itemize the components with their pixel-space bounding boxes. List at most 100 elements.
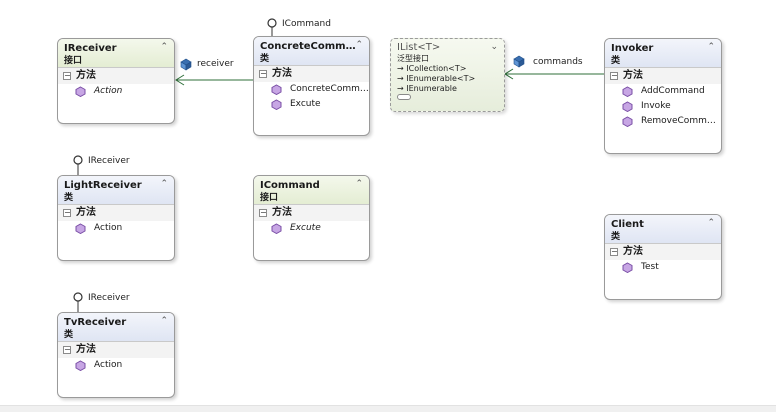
collapse-chevron-icon[interactable]: ⌃ [707,42,715,52]
collapse-chevron-icon[interactable]: ⌃ [355,40,363,50]
collapse-chevron-icon[interactable]: ⌃ [160,179,168,189]
shape-name: Invoker [611,43,654,54]
method-icon [271,99,282,110]
shape-header: ICommand 接口 ⌃ [254,176,369,204]
shape-header: LightReceiver 类 ⌃ [58,176,174,204]
lollipop-label-tv-ireceiver: IReceiver [88,293,130,303]
inherited-interface: → ICollection<T> [397,64,467,73]
lollipop-circle-icommand [267,18,277,28]
collapse-chevron-icon[interactable]: ⌃ [160,316,168,326]
shape-name: ConcreteComm… [260,41,356,52]
method-icon [271,223,282,234]
shape-header: TvReceiver 类 ⌃ [58,313,174,341]
section-methods[interactable]: − 方法 [58,67,174,84]
inherited-interface: → IEnumerable<T> [397,74,476,83]
shape-concrete-command[interactable]: ConcreteComm… 类 ⌃ − 方法 ConcreteComm… Exc… [253,36,370,136]
association-arrowhead-commands [504,68,514,80]
shape-name: Client [611,219,644,230]
member-item[interactable]: Excute [254,97,369,112]
shape-name: IReceiver [64,43,117,54]
member-item[interactable]: Test [605,260,721,275]
member-label: Excute [290,99,321,109]
method-icon [271,84,282,95]
collapse-section-icon[interactable]: − [610,71,618,80]
shape-header: ConcreteComm… 类 ⌃ [254,37,369,65]
member-label: ConcreteComm… [290,84,369,94]
lollipop-label-icommand: ICommand [282,19,331,29]
shape-header: Invoker 类 ⌃ [605,39,721,67]
shape-kind: 类 [64,193,74,203]
association-arrowhead-receiver [175,74,185,86]
shape-light-receiver[interactable]: LightReceiver 类 ⌃ − 方法 Action [57,175,175,261]
inherited-interface: → IEnumerable [397,84,457,93]
collapse-chevron-icon[interactable]: ⌃ [355,179,363,189]
member-item[interactable]: Action [58,84,174,99]
shape-kind: 类 [611,56,621,66]
member-label: RemoveComm… [641,116,716,126]
expand-chevron-icon[interactable]: ⌄ [490,42,498,52]
section-label: 方法 [272,207,292,218]
more-items-icon[interactable] [397,94,411,100]
member-item[interactable]: ConcreteComm… [254,82,369,97]
member-label: Excute [290,223,321,233]
collapse-section-icon[interactable]: − [63,345,71,354]
association-label-receiver: receiver [197,59,234,69]
section-methods[interactable]: − 方法 [254,204,369,221]
section-label: 方法 [76,70,96,81]
collapse-section-icon[interactable]: − [259,208,267,217]
section-label: 方法 [623,70,643,81]
shape-kind: 接口 [260,193,279,203]
shape-kind: 类 [611,232,621,242]
member-item[interactable]: Excute [254,221,369,236]
shape-tv-receiver[interactable]: TvReceiver 类 ⌃ − 方法 Action [57,312,175,398]
section-methods[interactable]: − 方法 [58,341,174,358]
section-label: 方法 [76,344,96,355]
section-label: 方法 [76,207,96,218]
shape-header: IReceiver 接口 ⌃ [58,39,174,67]
shape-kind: 泛型接口 [397,54,429,63]
collapse-chevron-icon[interactable]: ⌃ [707,218,715,228]
shape-name: TvReceiver [64,317,127,328]
shape-name: LightReceiver [64,180,142,191]
shape-ilist[interactable]: IList<T> ⌄ 泛型接口 → ICollection<T> → IEnum… [390,38,505,112]
member-label: Action [94,223,123,233]
collapse-chevron-icon[interactable]: ⌃ [160,42,168,52]
shape-client[interactable]: Client 类 ⌃ − 方法 Test [604,214,722,300]
lollipop-circle-tv-ireceiver [73,292,83,302]
member-label: Test [641,262,659,272]
section-methods[interactable]: − 方法 [254,65,369,82]
section-label: 方法 [272,68,292,79]
member-item[interactable]: AddCommand [605,84,721,99]
property-icon-commands [513,55,525,68]
section-methods[interactable]: − 方法 [605,67,721,84]
property-icon-receiver [180,58,192,71]
shape-name: ICommand [260,180,320,191]
method-icon [75,223,86,234]
shape-name: IList<T> [397,42,441,53]
member-item[interactable]: RemoveComm… [605,114,721,129]
collapse-section-icon[interactable]: − [63,208,71,217]
shape-kind: 类 [64,330,74,340]
shape-icommand[interactable]: ICommand 接口 ⌃ − 方法 Excute [253,175,370,261]
shape-invoker[interactable]: Invoker 类 ⌃ − 方法 AddCommand Invoke Remov… [604,38,722,154]
method-icon [622,101,633,112]
method-icon [622,262,633,273]
collapse-section-icon[interactable]: − [63,71,71,80]
method-icon [75,360,86,371]
shape-header: Client 类 ⌃ [605,215,721,243]
collapse-section-icon[interactable]: − [610,247,618,256]
member-label: Action [94,360,123,370]
bottom-scrollbar-strip[interactable] [0,405,776,412]
section-methods[interactable]: − 方法 [58,204,174,221]
collapse-section-icon[interactable]: − [259,69,267,78]
member-label: Invoke [641,101,671,111]
member-item[interactable]: Action [58,358,174,373]
section-methods[interactable]: − 方法 [605,243,721,260]
member-item[interactable]: Action [58,221,174,236]
member-label: Action [94,86,123,96]
member-item[interactable]: Invoke [605,99,721,114]
inherited-interface-label: IEnumerable<T> [406,74,476,83]
shape-ireceiver[interactable]: IReceiver 接口 ⌃ − 方法 Action [57,38,175,124]
